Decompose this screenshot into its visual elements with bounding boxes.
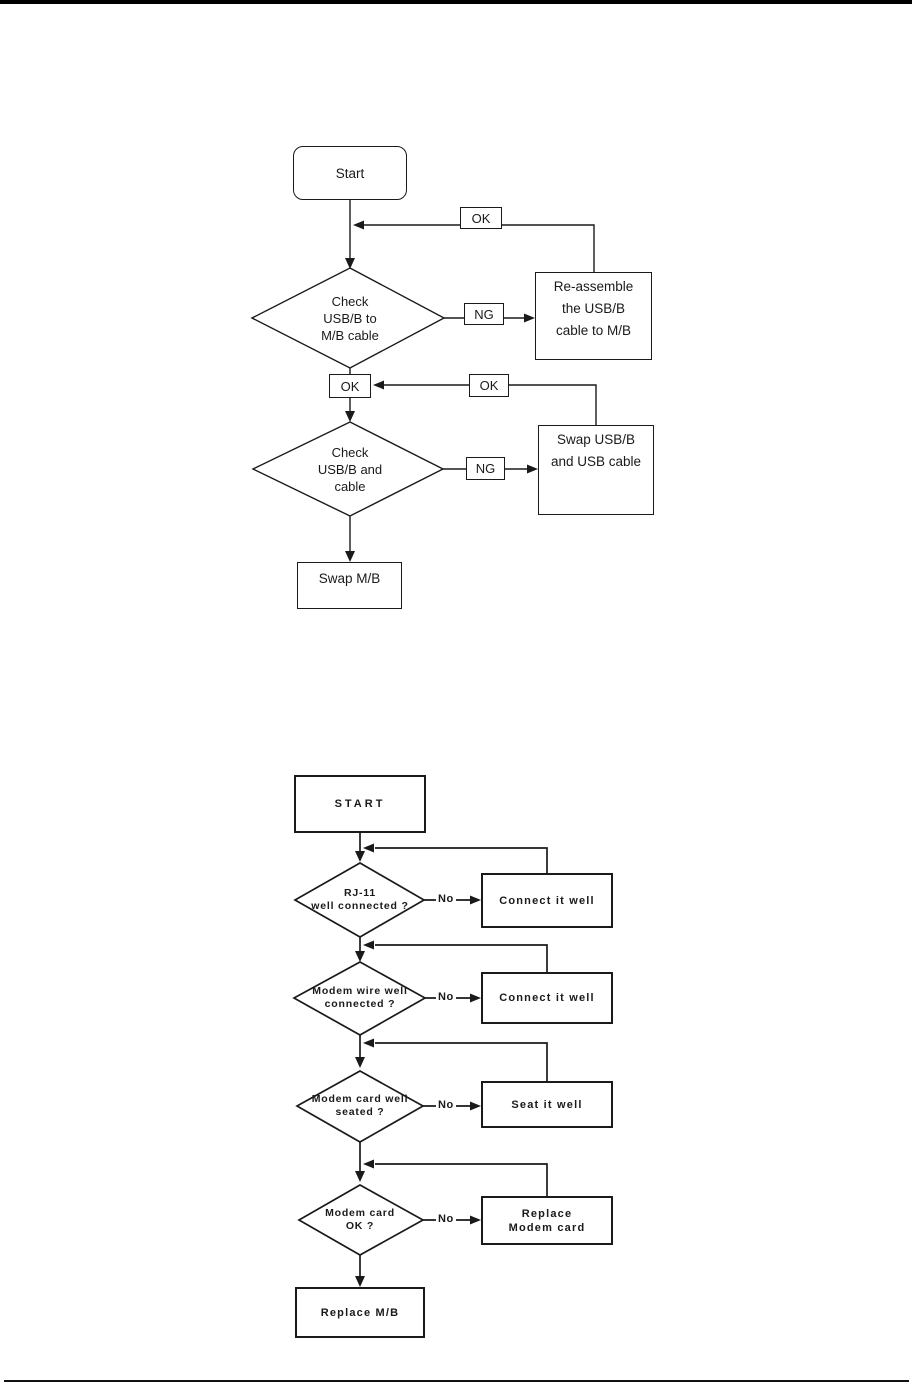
usb-decision2-label: Check USB/B and cable <box>317 444 383 494</box>
usb-feedback1-line <box>357 224 595 272</box>
arrowhead <box>363 843 374 853</box>
arrowhead <box>363 1038 374 1048</box>
arrowhead <box>355 951 365 962</box>
modem-no4-label: No <box>436 1213 456 1226</box>
modem-feedback1-line <box>375 847 548 873</box>
page-top-bar <box>0 0 912 4</box>
arrowhead <box>353 220 364 230</box>
arrowhead <box>363 1159 374 1169</box>
modem-no1-label: No <box>436 893 456 906</box>
modem-decision1-label: RJ-11 well connected ? <box>311 887 409 912</box>
modem-start-node: START <box>294 775 426 833</box>
arrowhead <box>470 895 481 905</box>
usb-action2-node: Swap USB/B and USB cable <box>538 425 654 515</box>
usb-end-node: Swap M/B <box>297 562 402 609</box>
modem-decision2-label: Modem wire well connected ? <box>312 985 408 1010</box>
arrowhead <box>363 940 374 950</box>
arrowhead <box>527 464 538 474</box>
modem-action4-node: Replace Modem card <box>481 1196 613 1245</box>
modem-no3-label: No <box>436 1099 456 1112</box>
arrowhead <box>355 1276 365 1287</box>
arrowhead <box>470 993 481 1003</box>
usb-ng1-label: NG <box>464 303 504 325</box>
arrowhead <box>373 380 384 390</box>
usb-ok-junction-node: OK <box>329 374 371 398</box>
modem-end-node: Replace M/B <box>295 1287 425 1338</box>
modem-feedback4-line <box>375 1163 548 1196</box>
arrowhead <box>470 1101 481 1111</box>
arrowhead <box>355 851 365 862</box>
modem-no2-label: No <box>436 991 456 1004</box>
modem-action1-node: Connect it well <box>481 873 613 928</box>
usb-decision1-label: Check USB/B to M/B cable <box>321 293 379 343</box>
modem-feedback2-line <box>375 944 548 972</box>
modem-decision3-label: Modem card well seated ? <box>311 1093 409 1118</box>
footer-rule <box>4 1380 909 1382</box>
modem-action2-node: Connect it well <box>481 972 613 1024</box>
usb-feedback2-ok-label: OK <box>469 374 509 397</box>
arrowhead <box>470 1215 481 1225</box>
modem-action3-node: Seat it well <box>481 1081 613 1128</box>
arrowhead <box>355 1057 365 1068</box>
arrowhead <box>355 1171 365 1182</box>
usb-action1-node: Re-assemble the USB/B cable to M/B <box>535 272 652 360</box>
arrowhead <box>524 313 535 323</box>
modem-decision4-label: Modem card OK ? <box>325 1207 395 1232</box>
arrowhead <box>345 258 355 269</box>
usb-start-node: Start <box>293 146 407 200</box>
modem-feedback3-line <box>375 1042 548 1081</box>
arrowhead <box>345 411 355 422</box>
arrowhead <box>345 551 355 562</box>
usb-ng2-label: NG <box>466 457 505 480</box>
usb-feedback1-ok-label: OK <box>460 207 502 229</box>
